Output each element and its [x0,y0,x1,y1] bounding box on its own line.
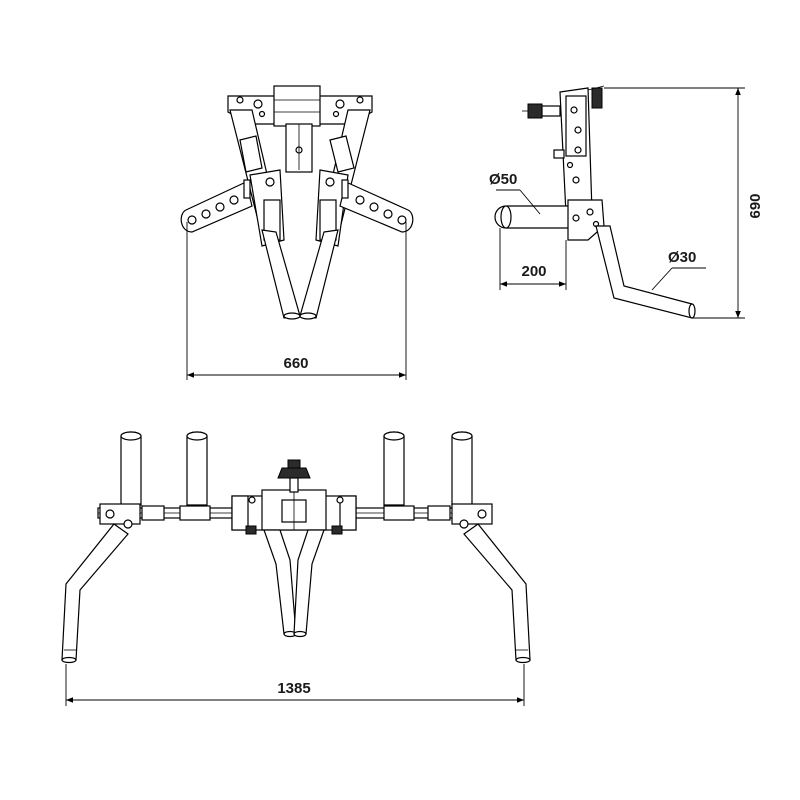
dimension-d50: Ø50 [489,171,541,215]
side-view-grip [494,205,573,229]
side-view-bracket [567,199,605,241]
top-view-head-block [227,85,373,173]
top-view-left-arm [180,109,301,320]
dimension-660-label: 660 [283,355,308,372]
top-view: 660 [180,85,414,380]
dimension-1385: 1385 [65,664,525,706]
dimension-690: 690 [604,87,764,319]
front-view-center-legs [263,529,325,638]
dimension-d50-label: Ø50 [489,171,517,188]
dimension-d30: Ø30 [651,249,706,291]
front-view-right-handle [463,523,531,664]
side-view: Ø50 Ø30 200 690 [489,85,764,319]
dimension-d30-label: Ø30 [668,249,696,266]
dimension-660: 660 [186,222,407,380]
dimension-200: 200 [499,228,567,290]
dimension-690-label: 690 [747,193,764,218]
side-view-handle [595,225,696,319]
side-view-column [522,85,605,215]
top-view-right-arm [299,109,414,320]
front-view-end-brackets [99,503,493,529]
front-view-center-assembly [231,459,357,535]
dimension-200-label: 200 [521,263,546,280]
front-view-left-handle [61,523,129,664]
dimension-1385-label: 1385 [277,680,310,697]
front-view-sleeves [120,431,473,506]
front-view: 1385 [61,431,531,706]
